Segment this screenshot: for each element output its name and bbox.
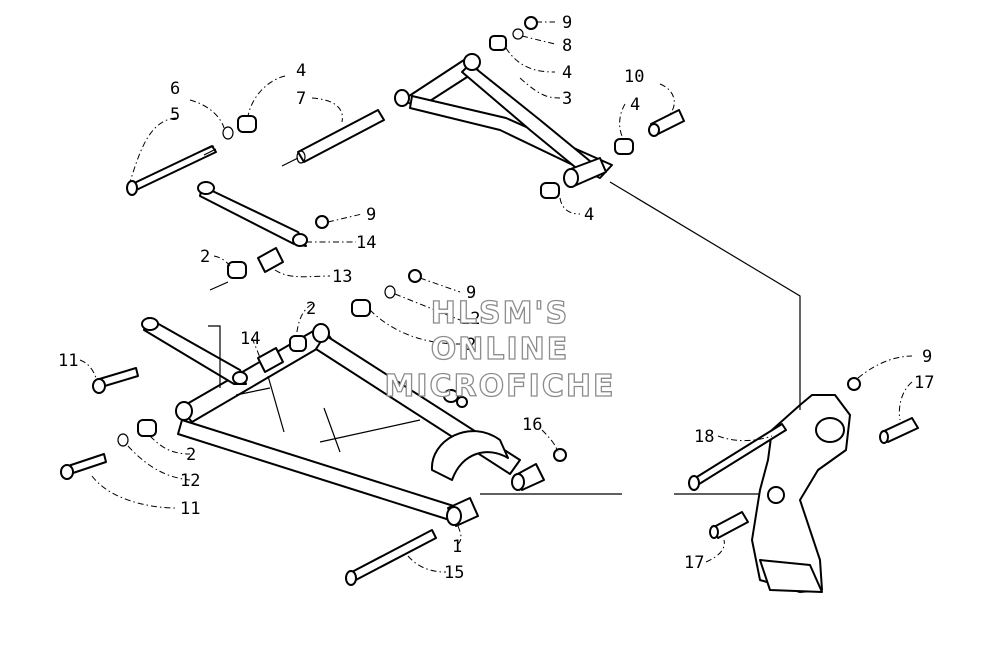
lower-bushings	[117, 269, 567, 462]
callout-2: 2	[466, 335, 476, 355]
callout-2: 2	[186, 445, 196, 465]
callout-17: 17	[684, 553, 704, 573]
upper-a-arm	[394, 53, 613, 188]
steering-knuckle	[688, 377, 919, 593]
watermark-line-1: HLSM'S	[431, 296, 569, 331]
callout-9: 9	[366, 205, 376, 225]
tie-link-upper	[197, 181, 329, 247]
lower-bolts	[60, 367, 139, 480]
callout-8: 8	[562, 36, 572, 56]
callout-13: 13	[332, 267, 352, 287]
callout-4: 4	[296, 61, 306, 81]
callout-2: 2	[306, 299, 316, 319]
callout-3: 3	[562, 89, 572, 109]
callout-9: 9	[562, 13, 572, 33]
callout-12: 12	[460, 309, 480, 329]
callout-11: 11	[180, 499, 200, 519]
callout-17: 17	[914, 373, 934, 393]
watermark: HLSM'S ONLINE MICROFICHE	[384, 295, 616, 404]
callout-6: 6	[170, 79, 180, 99]
watermark-line-3: MICROFICHE	[385, 369, 616, 404]
callout-9: 9	[466, 283, 476, 303]
assembly-lines	[209, 157, 801, 495]
callout-10: 10	[624, 67, 644, 87]
callout-2: 2	[200, 247, 210, 267]
callout-14: 14	[240, 329, 260, 349]
mid-bushings	[227, 247, 284, 279]
upper-bushings	[489, 16, 685, 199]
callout-labels: 9 8 4 3 10 4 4 6 5 4 7 9 14 2 13 9 12 2 …	[58, 13, 934, 583]
callout-1: 1	[452, 537, 462, 557]
callout-16: 16	[522, 415, 542, 435]
callout-9: 9	[922, 347, 932, 367]
callout-4: 4	[584, 205, 594, 225]
callout-4: 4	[630, 95, 640, 115]
callout-7: 7	[296, 89, 306, 109]
watermark-line-2: ONLINE	[431, 332, 570, 367]
callout-11: 11	[58, 351, 78, 371]
tie-link-lower	[141, 317, 248, 388]
callout-12: 12	[180, 471, 200, 491]
callout-15: 15	[444, 563, 464, 583]
callout-14: 14	[356, 233, 376, 253]
callout-5: 5	[170, 105, 180, 125]
callout-4: 4	[562, 63, 572, 83]
long-bolt	[345, 529, 437, 586]
callout-18: 18	[694, 427, 714, 447]
leader-lines	[79, 21, 913, 573]
upper-bolt-set	[126, 109, 385, 196]
